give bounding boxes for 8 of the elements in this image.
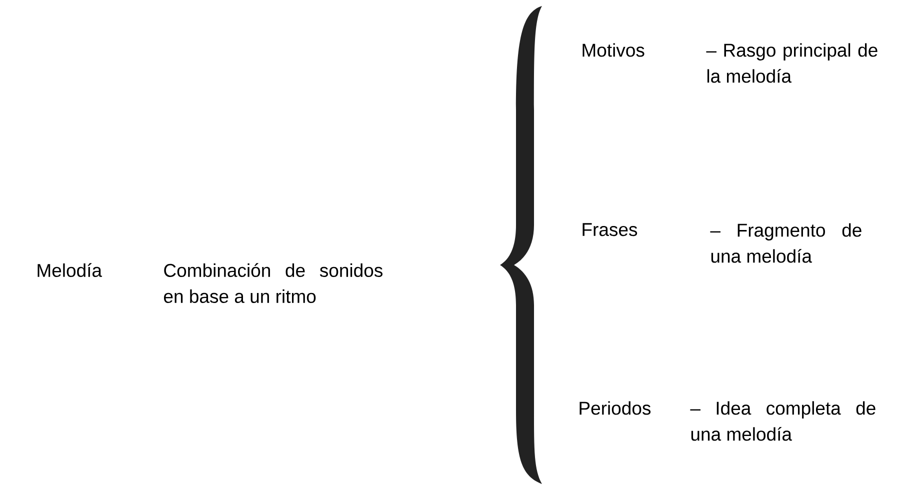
definition-text: – Rasgo principal de la melodía	[706, 43, 878, 83]
definition-text: Combinación de sonidos en base a un ritmo	[164, 263, 382, 303]
term: Frases	[582, 223, 638, 236]
term: Periodos	[580, 401, 651, 415]
term: Melodía	[38, 263, 102, 277]
definition-text: – Fragmento de una melodía	[710, 223, 862, 263]
term: Motivos	[582, 43, 644, 57]
definition-text: – Idea completa de una melodía	[690, 401, 876, 441]
